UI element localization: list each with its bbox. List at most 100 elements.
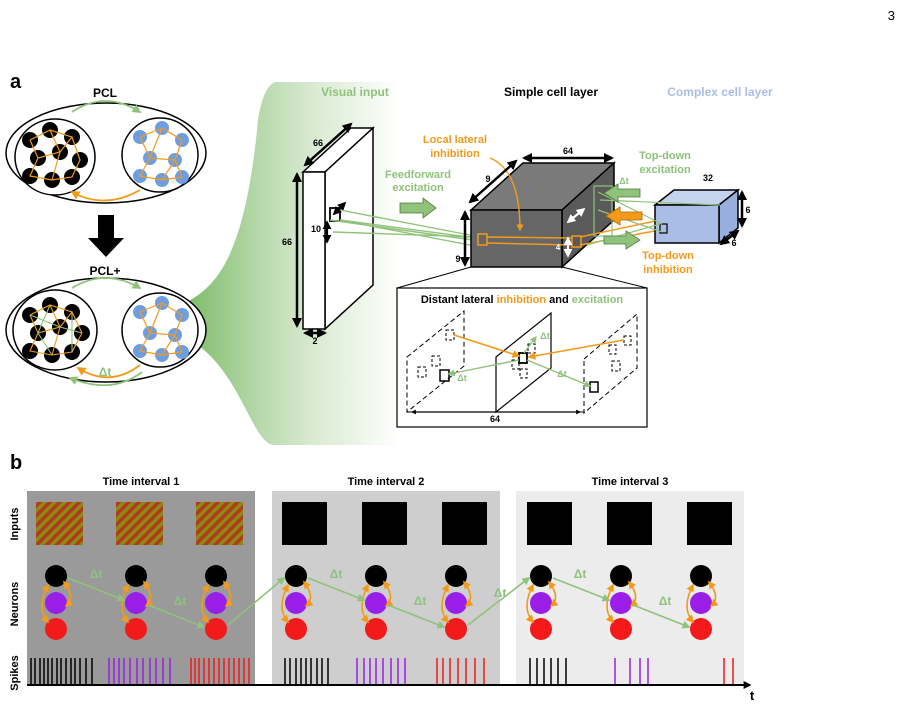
complex-layer-title: Complex cell layer [667,85,773,99]
pcl-complex-inhibition [139,127,183,181]
complex-projection-lines [586,191,721,246]
distant-delay-left: Δt [457,373,466,383]
distant-callout-right [561,266,648,289]
complex-layer-cube [652,188,741,245]
visual-input-title: Visual input [321,85,389,99]
topdown-excitation-arrow-top [603,183,641,203]
panel-a-label: a [10,71,22,93]
delay-label: Δt [414,594,427,608]
pclplus-feedback-orange-arrow [76,364,141,379]
simple-patch-label-a: 4 [569,215,574,224]
simple-layer-cube [469,161,616,269]
complex-depth-dim [719,229,740,246]
spikes-purple-3 [614,658,649,685]
distant-delay-mid: Δt [540,331,549,341]
topdown-inh-line2: inhibition [643,264,693,276]
interval1-inputs [36,502,243,545]
topdown-exc-delay: Δt [619,176,628,186]
page-number: 3 [888,8,895,23]
spikes-black-3 [529,658,567,685]
neuron-delay-labels: Δt Δt Δt Δt Δt Δt Δt [90,567,672,608]
simple-patch-label-b: 4 [556,243,561,252]
topdown-exc-line1: Top-down [639,150,691,162]
distant-title: Distant lateral inhibition and excitatio… [421,294,624,306]
pclplus-title: PCL+ [89,264,120,278]
input-depth-label: 2 [312,336,317,346]
distant-green-up [523,335,537,354]
distant-dim-label: 64 [490,414,500,424]
delay-label: Δt [659,594,672,608]
interval3-inputs [527,502,732,545]
input-height-label: 66 [282,237,292,247]
complex-depth-label: 6 [731,238,736,248]
spikes-black-2 [284,658,329,685]
distant-title-excitation: excitation [572,294,624,306]
row-label-inputs: Inputs [9,508,21,541]
distant-title-and: and [546,294,572,306]
pclplus-feedforward-arrow [71,277,142,289]
simple-depth-dim [468,159,518,204]
pcl-simple-inhibition [29,129,81,181]
distant-title-part1: Distant lateral [421,294,497,306]
spikes-interval2 [284,658,485,685]
spikes-red-2 [436,658,485,685]
pcl-feedforward-arrow [71,100,142,113]
neuron-inhibition-arrows [40,580,719,624]
pclplus-complex-inhibition [139,302,183,356]
input-width-dim [303,122,353,167]
simple-height-label: 9 [455,254,460,264]
topdown-excitation-arrow-bottom [603,230,641,250]
interval2-title: Time interval 2 [348,476,425,488]
local-lateral-line1: Local lateral [423,134,487,146]
spikes-purple-2 [356,658,406,685]
distant-delay-right: Δt [557,369,566,379]
interval3-title: Time interval 3 [592,476,669,488]
complex-width-label: 32 [703,173,713,183]
feedforward-arrow [399,197,437,219]
distant-orange-right [527,339,625,360]
delay-label: Δt [494,586,507,600]
spikes-red-3 [723,658,734,685]
distant-green-left [447,359,520,377]
interval2-inputs [282,502,487,545]
neurons-black [45,565,712,587]
input-width-label: 66 [313,138,323,148]
pcl-feedback-arrow [70,189,141,202]
time-axis-label: t [750,688,755,703]
distant-orange-left [453,334,521,358]
row-label-neurons: Neurons [9,582,21,627]
pclplus-simple-connections [29,304,83,356]
input-patch-label: 10 [311,224,321,234]
spikes-red-1 [190,658,250,685]
delay-label: Δt [330,567,343,581]
topdown-inhibition-arrow [605,206,643,226]
distant-title-inhibition: inhibition [497,294,547,306]
simple-depth-label: 9 [485,174,490,184]
simple-width-label: 64 [563,146,573,156]
topdown-exc-line2: excitation [639,164,691,176]
row-label-spikes: Spikes [9,655,21,690]
neurons-purple [45,592,712,614]
pcl-title: PCL [93,86,117,100]
feedforward-line1: Feedforward [385,169,451,181]
spikes-purple-1 [108,658,171,685]
pcl-to-pclplus-arrow [88,215,124,257]
input-patch-dim-h [332,201,347,216]
spikes-interval3 [529,658,734,685]
topdown-inh-line1: Top-down [642,250,694,262]
distant-plane-right [583,312,638,415]
distant-green-right [526,359,592,388]
local-lateral-line2: inhibition [430,148,480,160]
simple-patch-front [477,233,488,246]
spikes-black-1 [30,658,93,685]
complex-projection-box [593,185,613,237]
pclplus-delay: Δt [99,365,112,379]
complex-height-label: 6 [745,205,750,215]
pclplus-feedback-green-arrow [68,371,143,387]
neuron-delay-arrows [67,576,691,629]
distant-callout-left [396,266,472,289]
complex-patch [659,223,668,234]
simple-patch-dim-a [566,207,586,224]
delay-label: Δt [90,567,103,581]
